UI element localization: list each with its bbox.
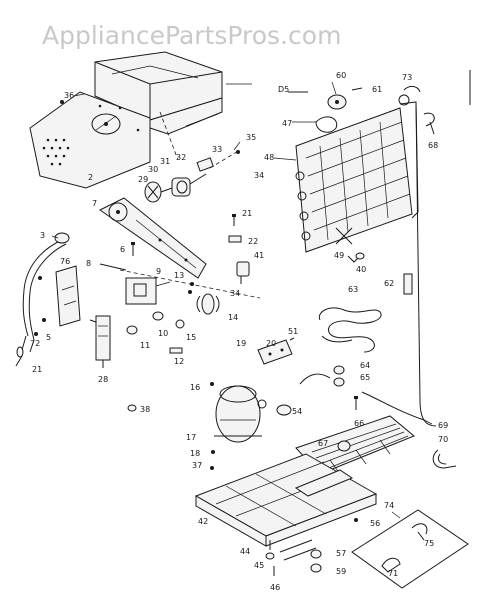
label-30: 30 [148, 165, 158, 174]
label-36: 36 [64, 91, 74, 100]
part-38-screw [127, 404, 137, 412]
label-62: 62 [384, 279, 394, 288]
label-15: 15 [186, 333, 196, 342]
label-17: 17 [186, 433, 196, 442]
label-41: 41 [254, 251, 264, 260]
compressor [210, 382, 267, 470]
label-35: 35 [246, 133, 256, 142]
label-32: 32 [176, 153, 186, 162]
label-21b: 21 [32, 365, 42, 374]
label-13: 13 [174, 271, 184, 280]
part-62-discharge-tube [361, 103, 437, 427]
label-42: 42 [198, 517, 208, 526]
label-38: 38 [140, 405, 150, 414]
label-45: 45 [254, 561, 264, 570]
label-10: 10 [158, 329, 168, 338]
parts-40-49-bracket [335, 227, 365, 263]
part-48-condenser-coil [295, 94, 419, 253]
label-66: 66 [354, 419, 364, 428]
label-67: 67 [318, 439, 328, 448]
label-5: 5 [46, 333, 51, 342]
part-14-capacitor [190, 282, 220, 315]
part-63-drain-coil [318, 307, 382, 353]
label-44: 44 [240, 547, 250, 556]
part-labels: 36 2 D5 35 33 32 31 30 29 34 7 21 22 6 4… [30, 71, 448, 592]
label-47: 47 [282, 119, 292, 128]
label-75: 75 [424, 539, 434, 548]
label-19: 19 [236, 339, 246, 348]
part-74-kit-box [351, 509, 469, 589]
label-60: 60 [336, 71, 346, 80]
base-fasteners [265, 540, 322, 576]
label-d5: D5 [278, 85, 289, 94]
part-5-terminal-box [34, 265, 81, 336]
label-73: 73 [402, 73, 412, 82]
parts-47-60-61 [288, 87, 363, 133]
parts-8-12-controls [99, 263, 192, 354]
leader-lines [51, 81, 433, 519]
label-29: 29 [138, 175, 148, 184]
label-6: 6 [120, 245, 125, 254]
label-8: 8 [86, 259, 91, 268]
label-3: 3 [40, 231, 45, 240]
label-16: 16 [190, 383, 200, 392]
label-72: 72 [30, 339, 40, 348]
label-49: 49 [334, 251, 344, 260]
label-64: 64 [360, 361, 370, 370]
label-69: 69 [438, 421, 448, 430]
parts-68-73-clips [403, 85, 435, 135]
label-31: 31 [160, 157, 170, 166]
label-68: 68 [428, 141, 438, 150]
label-18: 18 [190, 449, 200, 458]
label-20: 20 [266, 339, 276, 348]
label-61: 61 [372, 85, 382, 94]
label-2: 2 [88, 173, 93, 182]
label-71: 71 [388, 569, 398, 578]
label-46: 46 [270, 583, 280, 592]
part-19-mount-bracket [257, 337, 295, 365]
cabinet-top-housing [94, 51, 252, 135]
label-33: 33 [212, 145, 222, 154]
label-14: 14 [228, 313, 238, 322]
part-28-relay [89, 315, 111, 368]
label-22: 22 [248, 237, 258, 246]
label-63: 63 [348, 285, 358, 294]
label-48: 48 [264, 153, 274, 162]
label-51: 51 [288, 327, 298, 336]
part-3-power-cord [15, 232, 70, 367]
label-34a: 34 [254, 171, 264, 180]
label-12: 12 [174, 357, 184, 366]
label-70: 70 [438, 435, 448, 444]
parts-54-64-66 [276, 365, 358, 416]
part-42-base-frame [194, 453, 378, 561]
label-76: 76 [60, 257, 70, 266]
label-40: 40 [356, 265, 366, 274]
label-7: 7 [92, 199, 97, 208]
part-2-side-panel [29, 91, 151, 189]
label-56: 56 [370, 519, 380, 528]
label-57: 57 [336, 549, 346, 558]
label-21a: 21 [242, 209, 252, 218]
label-54: 54 [292, 407, 302, 416]
label-34b: 34 [230, 289, 240, 298]
part-7-fan-bracket [99, 197, 207, 279]
label-9: 9 [156, 267, 161, 276]
label-74: 74 [384, 501, 394, 510]
label-28: 28 [98, 375, 108, 384]
label-65: 65 [360, 373, 370, 382]
watermark-text: AppliancePartsPros.com [42, 21, 341, 50]
label-37: 37 [192, 461, 202, 470]
label-11: 11 [140, 341, 150, 350]
fan-motor-assembly [144, 111, 241, 203]
part-70-hook [432, 449, 457, 469]
label-59: 59 [336, 567, 346, 576]
